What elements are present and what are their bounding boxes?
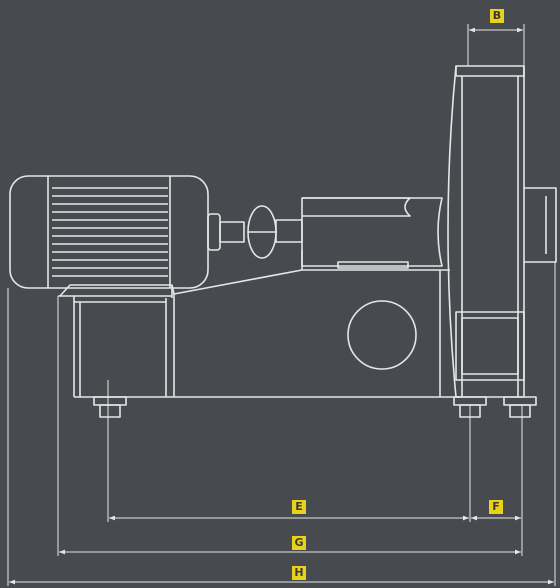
dimension-label-f: F [489,500,503,514]
inspection-port [347,300,417,370]
motor-pedestal [58,295,172,397]
motor [9,175,245,289]
dimension-label-g: G [292,536,306,550]
fan-housing [447,65,557,398]
shaft-coupling [247,205,303,259]
dimension-label-b: B [490,9,504,23]
extension-lines [7,24,556,586]
dimension-label-h: H [292,566,306,580]
dimension-label-e: E [292,500,306,514]
bearing-housing [301,197,443,269]
base-frame [59,250,460,398]
